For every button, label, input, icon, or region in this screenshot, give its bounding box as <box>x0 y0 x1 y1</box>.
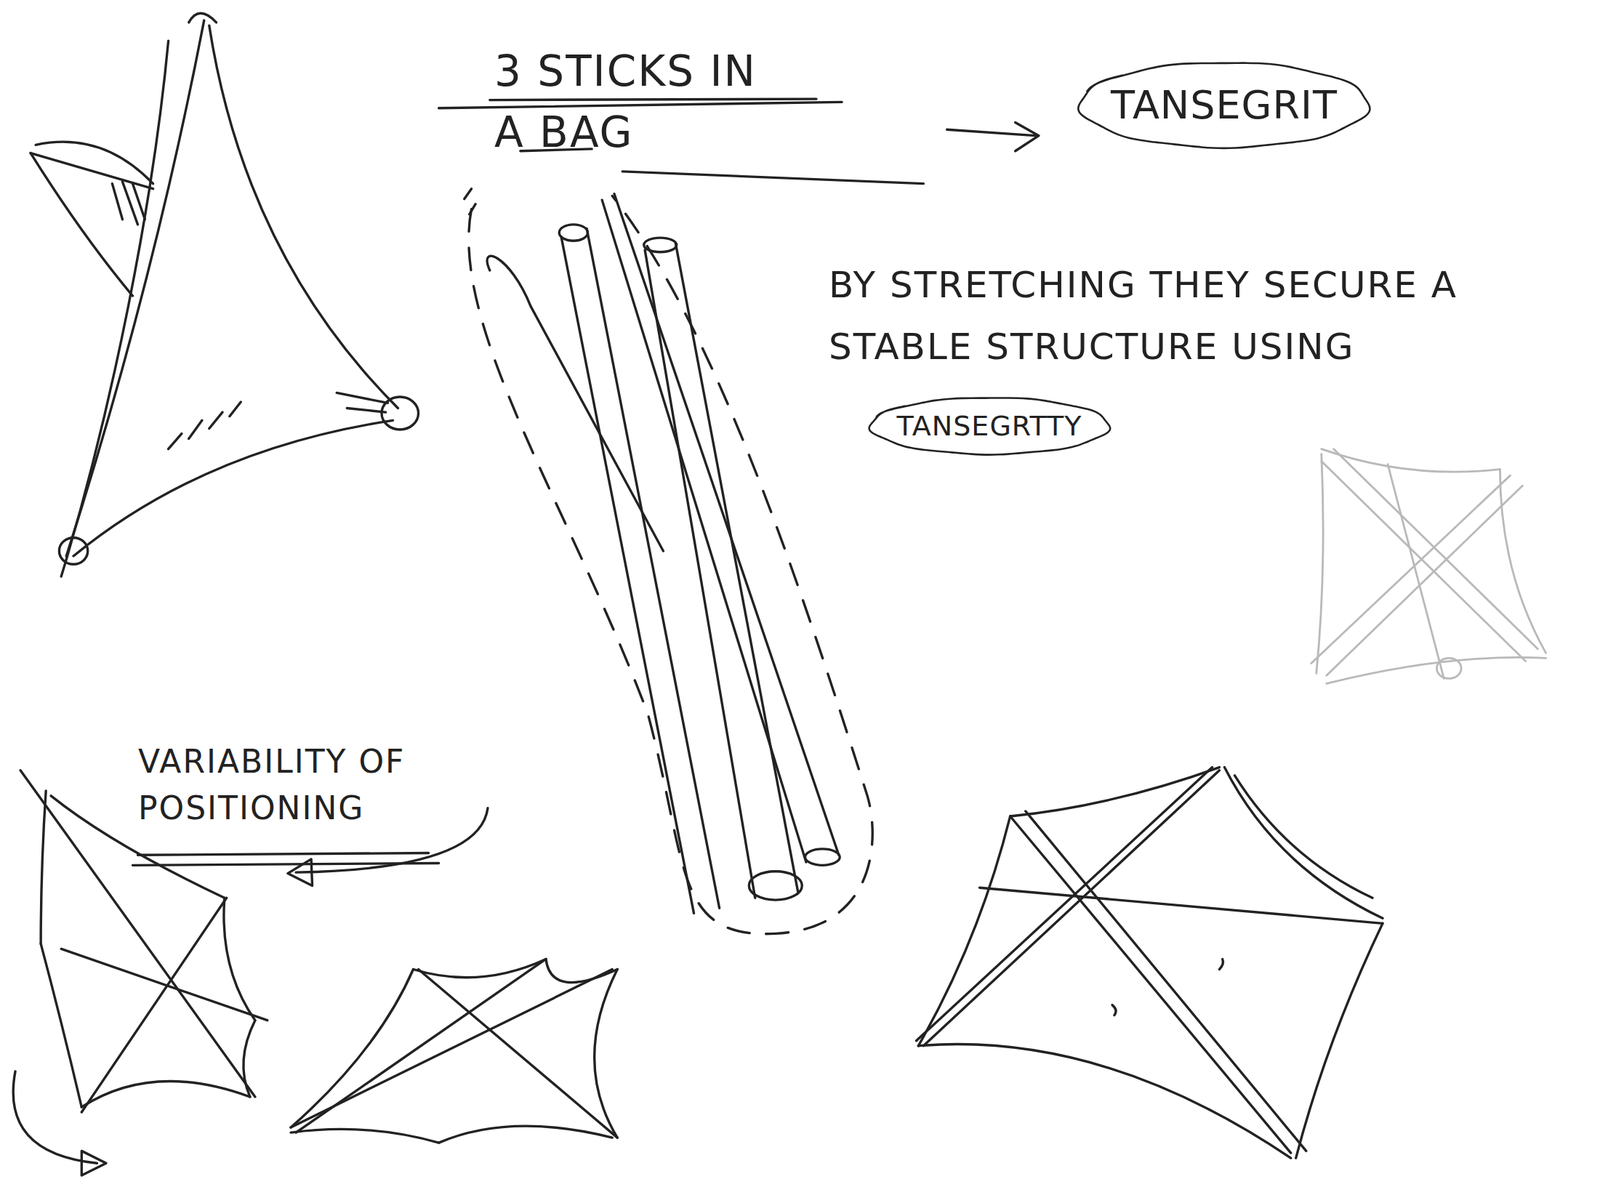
underline <box>132 98 924 866</box>
circled-word: TANSEGRTTY <box>867 395 1112 457</box>
faded-sketch <box>1311 449 1547 685</box>
tent-sketch <box>30 13 418 577</box>
sticks-in-bag-sketch <box>464 189 874 935</box>
ellipse-stroke <box>1078 62 1370 148</box>
variant-sketch <box>290 958 618 1143</box>
ellipse-stroke <box>868 397 1111 455</box>
curved-arrow <box>13 808 488 1176</box>
title-text: 3 STICKS IN A BAG <box>494 40 786 163</box>
circled-text: TANSEGRIT <box>1110 82 1338 128</box>
circled-word: TANSEGRIT <box>1077 60 1372 150</box>
arrow <box>947 122 1039 151</box>
note-text: BY STRETCHING THEY SECURE A STABLE STRUC… <box>828 254 1527 379</box>
circled-text: TANSEGRTTY <box>897 409 1083 442</box>
note-text: VARIABILITY OF POSITIONING <box>138 738 502 832</box>
tensegrity-sketch <box>916 767 1383 1159</box>
